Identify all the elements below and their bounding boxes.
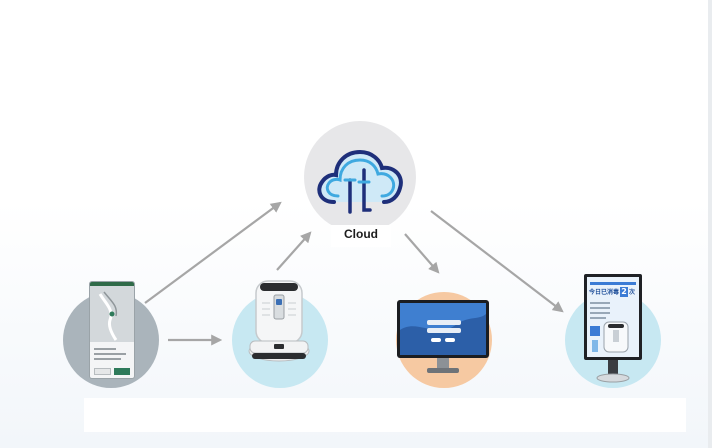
arrow-cloud-to-kiosk — [430, 210, 564, 313]
kiosk-unit: 次 — [629, 289, 636, 296]
kiosk-headline: 今日已消毒 — [589, 289, 620, 296]
right-edge-divider — [708, 0, 712, 448]
display-kiosk-icon: 今日已消毒 2 次 — [584, 274, 642, 384]
caption-area — [84, 398, 686, 432]
phone-map-screen — [90, 286, 134, 342]
kiosk-count: 2 — [620, 287, 628, 297]
disinfection-robot-icon — [248, 280, 310, 362]
arrow-robot-to-cloud — [276, 231, 312, 271]
cloud-icon — [317, 149, 403, 214]
arrow-cloud-to-monitor — [404, 233, 440, 274]
arrow-phone-to-cloud — [144, 201, 282, 304]
cloud-label: Cloud — [331, 225, 391, 247]
mobile-app-icon — [89, 281, 135, 379]
desktop-monitor-icon — [397, 300, 489, 373]
